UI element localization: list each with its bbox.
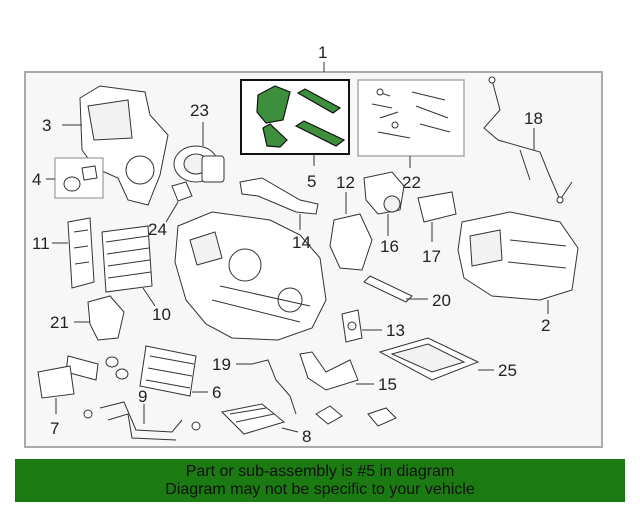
part-24-connector [171, 181, 193, 202]
part-13-sensor [341, 309, 363, 343]
callout-11[interactable]: 11 [32, 234, 50, 253]
callout-17[interactable]: 17 [422, 247, 441, 266]
part-9-pipes [83, 401, 201, 441]
callout-24[interactable]: 24 [148, 220, 167, 239]
callout-9[interactable]: 9 [138, 387, 147, 406]
footer-banner: Part or sub-assembly is #5 in diagram Di… [15, 459, 625, 502]
part-21-housing [87, 295, 125, 341]
part-12-actuator [329, 213, 373, 271]
callout-10[interactable]: 10 [152, 305, 171, 324]
callout-23[interactable]: 23 [190, 101, 209, 120]
callout-5[interactable]: 5 [307, 172, 316, 191]
callout-4[interactable]: 4 [32, 170, 41, 189]
part-20-seal [363, 275, 413, 303]
part-17-actuator [417, 191, 457, 223]
callout-21[interactable]: 21 [50, 313, 69, 332]
callout-3[interactable]: 3 [42, 116, 51, 135]
part-18-wire-harness [483, 76, 573, 204]
callout-25[interactable]: 25 [498, 361, 517, 380]
callout-22[interactable]: 22 [402, 173, 421, 192]
callout-7[interactable]: 7 [50, 419, 59, 438]
callout-14[interactable]: 14 [292, 233, 311, 252]
callout-12[interactable]: 12 [336, 173, 355, 192]
part-14-bracket [239, 177, 319, 215]
part-10-evaporator [101, 225, 153, 293]
callout-18[interactable]: 18 [524, 109, 543, 128]
callout-6[interactable]: 6 [212, 383, 221, 402]
part-11-door [67, 217, 95, 289]
part-16-motor [363, 171, 405, 215]
part-22-actuator-links [371, 88, 451, 139]
callout-8[interactable]: 8 [302, 427, 311, 446]
callout-19[interactable]: 19 [212, 355, 231, 374]
footer-line-1: Part or sub-assembly is #5 in diagram [185, 462, 455, 480]
part-8-cabin-filter [220, 403, 286, 435]
part-22-box [357, 79, 465, 157]
part-2-case-half [457, 211, 579, 301]
part-15-bracket [299, 351, 359, 391]
callout-1[interactable]: 1 [318, 43, 327, 62]
part-23-blower-motor [173, 145, 225, 183]
part-4-resistor [63, 165, 98, 192]
part-7-bracket [37, 365, 75, 399]
part-3-blower-housing [79, 85, 169, 206]
footer-line-2: Diagram may not be specific to your vehi… [165, 480, 475, 498]
mounting-clips [315, 405, 397, 427]
callout-16[interactable]: 16 [380, 237, 399, 256]
callout-13[interactable]: 13 [386, 321, 405, 340]
hvac-case-assembly [174, 211, 327, 341]
part-6-heater-core [139, 345, 197, 397]
callout-2[interactable]: 2 [541, 316, 550, 335]
part-5-filters[interactable] [256, 85, 346, 148]
callout-15[interactable]: 15 [378, 375, 397, 394]
part-19-hose [251, 359, 297, 415]
seal-rings [65, 355, 129, 381]
part-25-panel [378, 337, 480, 381]
callout-20[interactable]: 20 [432, 291, 451, 310]
